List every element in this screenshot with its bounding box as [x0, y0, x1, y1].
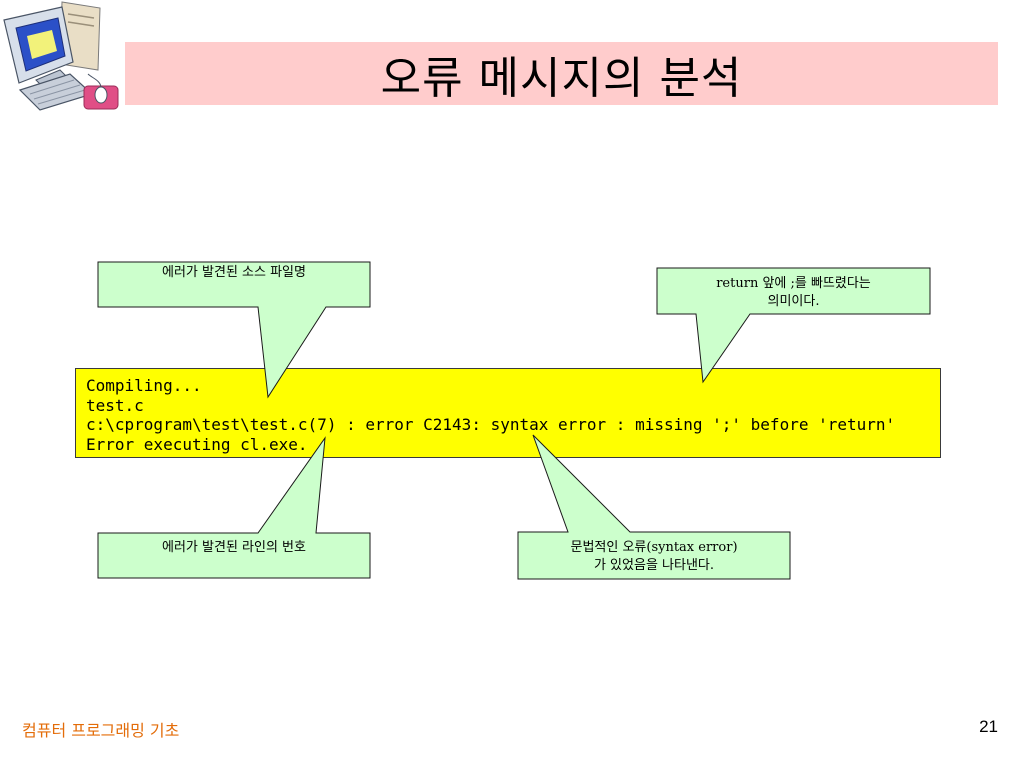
compiler-output-line: c:\cprogram\test\test.c(7) : error C2143…	[86, 415, 896, 434]
callout-syntax-error: 문법적인 오류(syntax error) 가 있었음을 나타낸다.	[518, 532, 790, 575]
callout-text-line: 에러가 발견된 라인의 번호	[162, 540, 306, 555]
compiler-output-line: Error executing cl.exe.	[86, 434, 308, 454]
callout-source-file: 에러가 발견된 소스 파일명	[98, 262, 370, 282]
page-number: 21	[979, 717, 998, 736]
computer-clipart-icon	[0, 0, 125, 112]
compiler-output-box: Compiling... test.c c:\cprogram\test\tes…	[75, 368, 941, 458]
callout-text-line: 의미이다.	[767, 294, 820, 309]
callout-text-line: 문법적인 오류(syntax error)	[570, 540, 738, 555]
callout-text-line: 가 있었음을 나타낸다.	[593, 558, 715, 573]
callout-line-number-shape	[97, 436, 371, 579]
footer-course-title: 컴퓨터 프로그래밍 기초	[22, 721, 180, 740]
callout-text-line: return 앞에 ;를 빠뜨렸다는	[716, 276, 871, 291]
compiler-output-line: test.c	[86, 395, 144, 415]
title-bar: 오류 메시지의 분석	[125, 42, 998, 105]
callout-missing-semicolon: return 앞에 ;를 빠뜨렸다는 의미이다.	[657, 268, 930, 311]
mouse	[94, 86, 108, 104]
callout-text-line: 에러가 발견된 소스 파일명	[162, 265, 306, 280]
callout-line-number: 에러가 발견된 라인의 번호	[98, 533, 370, 557]
compiler-output-line: Compiling...	[86, 376, 202, 395]
slide-title: 오류 메시지의 분석	[380, 52, 743, 104]
monitor-screen-window	[27, 30, 57, 59]
